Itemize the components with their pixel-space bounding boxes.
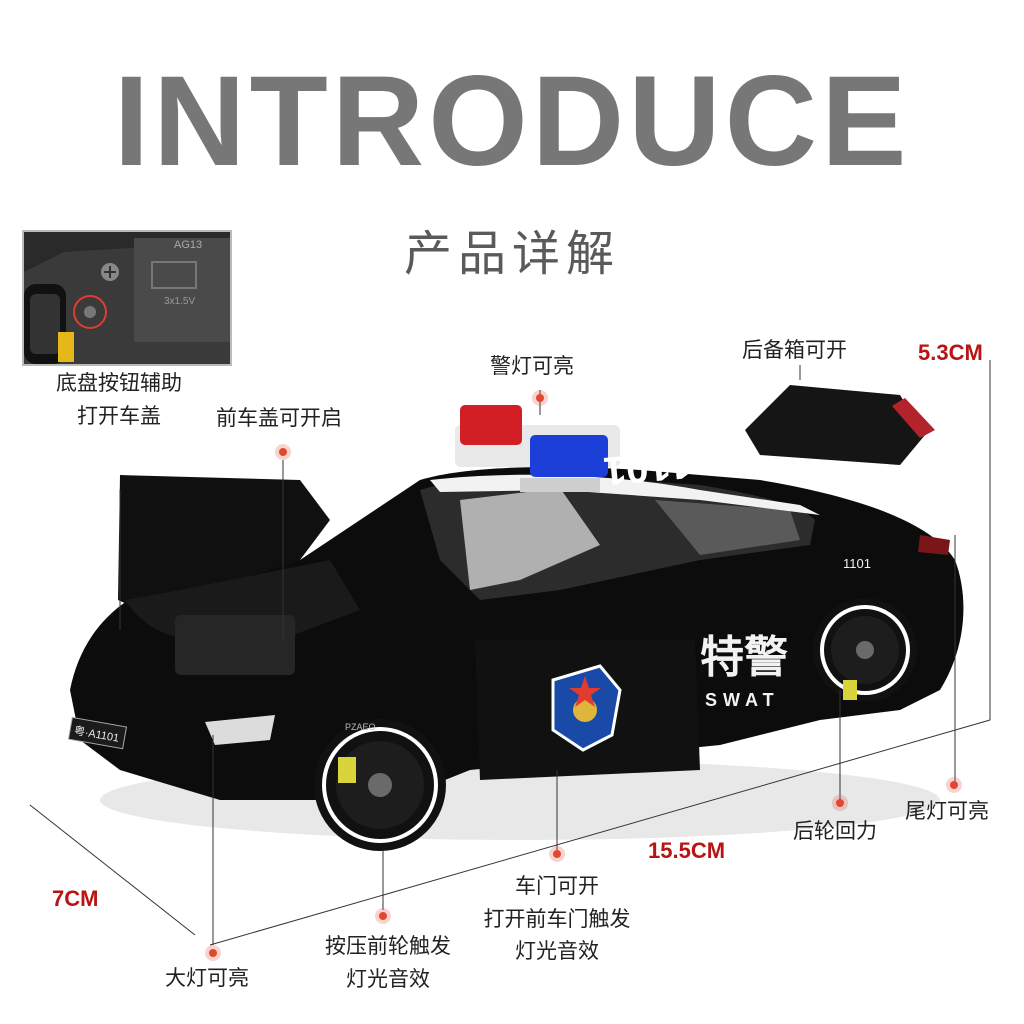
length-dimension: 15.5CM xyxy=(648,838,726,863)
headlight-label: 大灯可亮 xyxy=(165,966,249,990)
width-dimension: 7CM xyxy=(52,886,99,911)
roof-number-text: 1101 xyxy=(602,442,692,493)
tail-light-label: 尾灯可亮 xyxy=(905,799,989,823)
rear-wheel-marker xyxy=(832,795,848,811)
door-marker xyxy=(549,846,565,862)
front-tire-brand: PZAEO xyxy=(345,722,376,732)
trunk-lid xyxy=(745,385,925,465)
front-wheel-marker xyxy=(375,908,391,924)
side-text-cn: 特警 xyxy=(700,633,788,682)
front-hood-label: 前车盖可开启 xyxy=(216,406,342,430)
side-number-text: 1101 xyxy=(843,556,871,571)
chassis-button-highlight xyxy=(73,295,107,329)
page-subtitle: 产品详解 xyxy=(403,226,620,282)
headlight xyxy=(205,715,275,745)
rear-wheel xyxy=(813,598,917,702)
battery-spec-text: 3x1.5V xyxy=(164,296,195,307)
front-wheel: PZAEO xyxy=(314,719,446,851)
side-text-en: SWAT xyxy=(705,690,780,710)
headlight-marker xyxy=(205,945,221,961)
tail-light-marker xyxy=(946,777,962,793)
front-hood-marker xyxy=(275,444,291,460)
chassis-closeup-image: AG13 3x1.5V xyxy=(22,230,232,366)
door-label: 车门可开 打开前车门触发 灯光音效 xyxy=(483,874,631,964)
battery-code-text: AG13 xyxy=(174,239,202,251)
height-dimension: 5.3CM xyxy=(918,340,983,365)
chassis-button-label: 底盘按钮辅助 打开车盖 xyxy=(56,371,182,428)
front-hood-lid xyxy=(118,475,330,610)
trunk-label: 后备箱可开 xyxy=(742,338,847,362)
police-light-label: 警灯可亮 xyxy=(490,354,574,378)
rear-wheel-label: 后轮回力 xyxy=(793,819,877,843)
front-wheel-label: 按压前轮触发 灯光音效 xyxy=(325,934,451,991)
police-light-marker xyxy=(532,390,548,406)
page-title: INTRODUCE xyxy=(113,50,911,193)
